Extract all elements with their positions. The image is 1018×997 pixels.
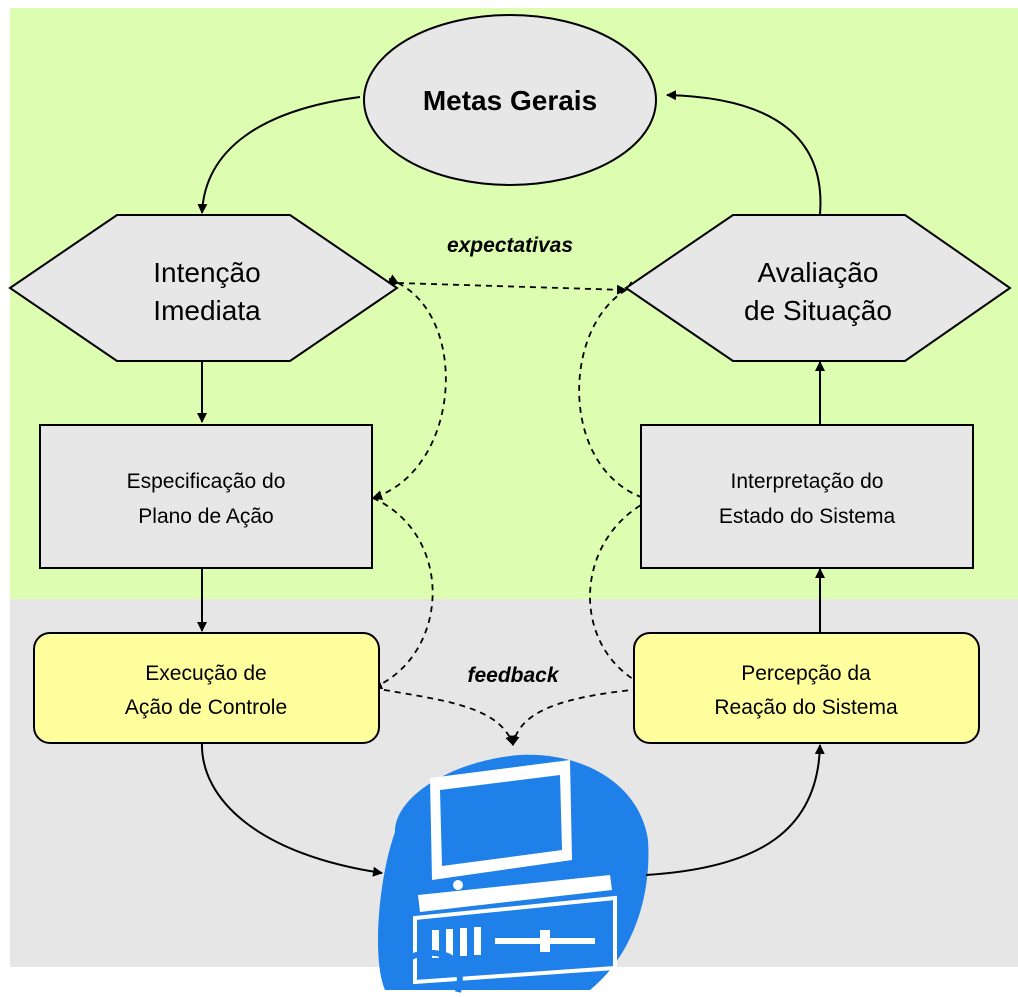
feedback-label: feedback	[467, 664, 559, 687]
feedback-loop-right	[589, 491, 661, 690]
arrow-evaluation-to-goal	[666, 90, 822, 215]
arrow-execution-to-computer	[200, 741, 383, 877]
perception-label-line2: Reação do Sistema	[714, 696, 898, 719]
execution-label-line1: Execução de	[145, 662, 266, 685]
feedback-loop-left	[362, 489, 434, 690]
specification-label-line1: Especificação do	[127, 470, 286, 493]
execution-node: Execução de Ação de Controle	[33, 632, 380, 744]
arrow-computer-to-perception	[645, 744, 825, 876]
perception-node: Percepção da Reação do Sistema	[633, 632, 980, 744]
interpretation-label-line2: Estado do Sistema	[719, 505, 896, 528]
expectations-loop-right	[578, 281, 651, 503]
arrow-goal-to-intention	[197, 96, 361, 214]
interpretation-label-line1: Interpretação do	[731, 470, 884, 493]
feedback-right-to-computer	[509, 687, 651, 746]
specification-label-line2: Plano de Ação	[138, 505, 273, 528]
expectations-link	[388, 277, 627, 295]
intention-label-line1: Intenção	[153, 257, 260, 288]
execution-label-line2: Ação de Controle	[125, 696, 287, 719]
expectations-label: expectativas	[447, 234, 573, 257]
evaluation-label-line1: Avaliação	[758, 257, 879, 288]
computer-icon	[377, 754, 649, 993]
cycle-connectors	[197, 90, 825, 877]
specification-node: Especificação do Plano de Ação	[39, 424, 373, 569]
goal-label: Metas Gerais	[423, 85, 597, 116]
interpretation-node: Interpretação do Estado do Sistema	[640, 424, 974, 569]
goal-node: Metas Gerais	[363, 14, 657, 186]
intention-label-line2: Imediata	[153, 295, 261, 326]
feedback-left-to-computer	[363, 681, 515, 746]
evaluation-label-line2: de Situação	[744, 295, 892, 326]
evaluation-node: Avaliação de Situação	[624, 214, 1012, 362]
perception-label-line1: Percepção da	[741, 662, 871, 685]
intention-node: Intenção Imediata	[8, 214, 399, 362]
dashed-connectors	[362, 274, 661, 746]
